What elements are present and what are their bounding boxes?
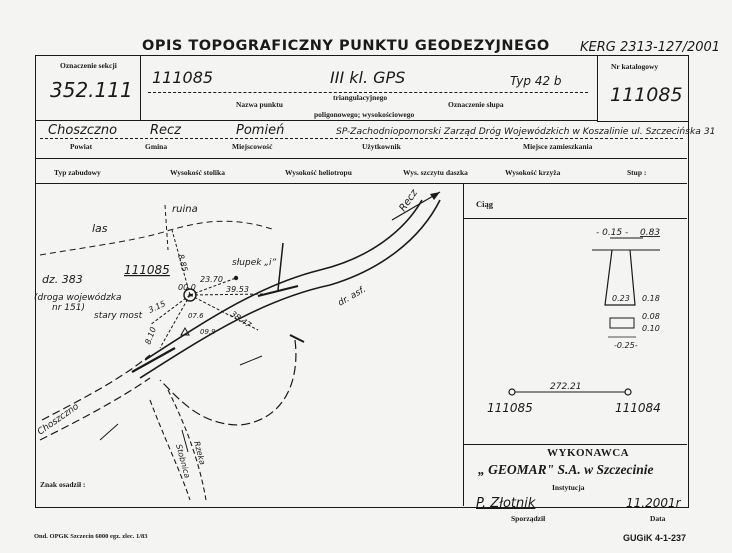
miejscowosc-label: Miejscowość	[232, 142, 273, 151]
page-title: OPIS TOPOGRAFICZNY PUNKTU GEODEZYJNEGO	[142, 38, 550, 54]
sketch-label-slupek: słupek „i”	[232, 258, 276, 268]
ciag-d025: -0.25-	[614, 341, 638, 350]
attr-bottom-line	[35, 183, 687, 184]
gmina-value: Recz	[150, 123, 182, 138]
sketch-label-dr-asf: dr. asf.	[337, 285, 368, 309]
measure-3847: 38.47	[229, 309, 254, 330]
name-underline	[148, 92, 588, 93]
sketch-label-las: las	[92, 222, 108, 235]
uzytkownik-value: SP-Zachodniopomorski Zarząd Dróg Wojewód…	[336, 126, 716, 137]
ciag-d015: - 0.15 -	[596, 228, 628, 238]
ciag-d018: 0.18	[642, 294, 660, 303]
executor-top-line	[463, 444, 687, 445]
measure-076: 07.6	[188, 312, 204, 320]
measure-810: 8.10	[143, 326, 158, 346]
right-column-divider	[463, 183, 464, 506]
executor-company: „ GEOMAR" S.A. w Szczecinie	[478, 462, 654, 477]
miejscowosc-value: Pomień	[236, 123, 285, 138]
post-label: Oznaczenie słupa	[448, 100, 504, 109]
powiat-value: Choszczno	[48, 123, 118, 138]
ciag-d008: 0.08	[642, 312, 660, 321]
institution-label: Instytucja	[552, 483, 585, 492]
executor-name: P. Złotnik	[476, 496, 536, 511]
point-name: 111085	[152, 68, 214, 87]
ciag-distance: 272.21	[550, 382, 582, 392]
ciag-d023: 0.23	[612, 294, 630, 303]
measure-2370: 23.70	[200, 275, 223, 284]
zabudowy-label: Typ zabudowy	[54, 168, 101, 177]
ciag-d010: 0.10	[642, 324, 660, 333]
name-label: Nazwa punktu	[236, 100, 283, 109]
sketch-label-dz: dz. 383	[42, 273, 83, 286]
top-row-line	[35, 120, 597, 121]
catalog-value: 111085	[610, 84, 683, 106]
point-class: III kl. GPS	[330, 68, 406, 87]
catalog-label: Nr katalogowy	[611, 62, 659, 71]
powiat-label: Powiat	[70, 142, 93, 151]
attr-top-line	[35, 158, 687, 159]
point-type: Typ 42 b	[510, 74, 562, 88]
sketch-label-recz: Recz	[397, 187, 420, 213]
footer-form-code: GUGiK 4-1-237	[623, 533, 687, 543]
heliotropu-label: Wysokość heliotropu	[285, 168, 352, 177]
zamieszkanie-label: Miejsce zamieszkania	[523, 142, 593, 151]
section-label: Oznaczenie sekcji	[60, 61, 117, 70]
znak-label: Znak osadził :	[40, 480, 86, 489]
section-value: 352.111	[50, 78, 133, 102]
ciag-point-b: 111084	[615, 401, 661, 415]
subtype-line1: triangulacyjnego	[333, 93, 388, 102]
measure-3953: 39.53	[226, 285, 249, 294]
executor-date-label: Data	[650, 514, 666, 523]
document-code: KERG 2313-127/2001	[580, 40, 721, 55]
executor-label: WYKONAWCA	[547, 447, 630, 459]
footer-print-info: Ond. OPGK Szczecin 6000 egz. zlec. 1/83	[34, 533, 148, 540]
sketch-label-stary-most: stary most	[94, 311, 143, 321]
sketch-point-label: 111085	[124, 263, 170, 277]
ciag-point-a: 111085	[487, 401, 533, 415]
ciag-line	[463, 218, 687, 219]
main-frame	[35, 55, 689, 508]
gmina-label: Gmina	[145, 142, 168, 151]
executor-name-label: Sporządził	[511, 514, 546, 523]
measure-099: 09.9	[200, 328, 216, 336]
sketch-label-ruina: ruina	[172, 204, 198, 215]
ciag-label: Ciąg	[476, 199, 493, 209]
sketch-label-nr: nr 151)	[52, 303, 85, 313]
measure-315: 3.15	[147, 299, 167, 315]
measure-885: 8.85	[176, 253, 189, 273]
location-underline	[40, 138, 683, 139]
sketch-label-droga: (droga wojewódzka	[34, 292, 121, 303]
uzytkownik-label: Użytkownik	[362, 142, 401, 151]
sketch-label-stobnica: Stobnica	[174, 443, 192, 479]
daszka-label: Wys. szczytu daszka	[403, 168, 468, 177]
stup-label: Stup :	[627, 168, 647, 177]
measure-000: 00.0	[178, 283, 196, 292]
catalog-box	[597, 55, 689, 122]
stolika-label: Wysokość stolika	[170, 168, 225, 177]
subtype-line2: poligonowego; wysokościowego	[314, 110, 415, 119]
krzyza-label: Wysokość krzyża	[505, 168, 561, 177]
executor-date: 11.2001r	[626, 496, 681, 510]
ciag-d083: 0.83	[640, 228, 660, 238]
section-divider	[140, 55, 141, 120]
